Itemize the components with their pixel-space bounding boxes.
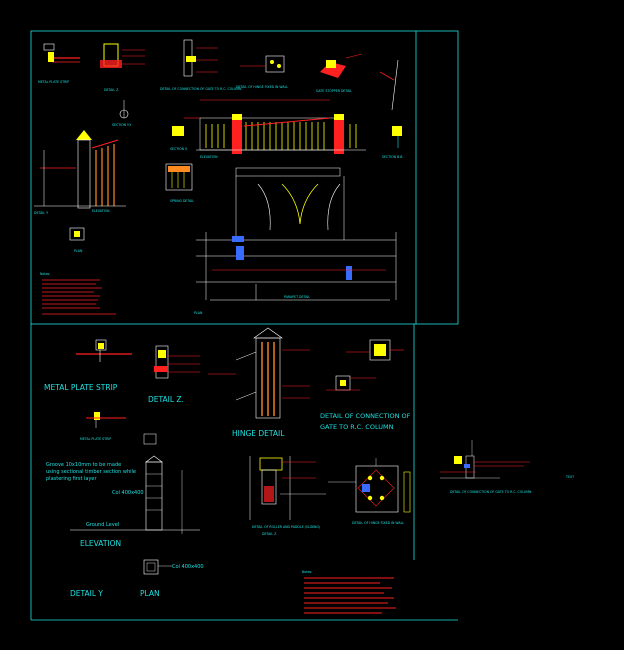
label-metal-plate-strip-top: METAL PLATE STRIP: [38, 80, 69, 84]
label-notes-bottom: Notes:: [302, 570, 312, 574]
bottom-notes: Notes:: [302, 570, 396, 614]
note-groove-1: Groove 10x10mm to be made: [46, 462, 121, 468]
label-detail-y: DETAIL Y: [70, 589, 103, 598]
label-side-tag: TEXT: [565, 475, 574, 479]
label-detail-y-top: DETAIL Y: [34, 211, 48, 215]
label-connection-2: GATE TO R.C. COLUMN: [320, 423, 394, 431]
bottom-plan: Col 400x400 DETAIL Y PLAN: [70, 559, 204, 598]
label-plan-lower: PLAN: [194, 311, 203, 315]
bottom-roller-detail: DETAIL OF ROLLER AND PADDLE (SLIDING) DE…: [249, 456, 326, 536]
label-detail-connection-top: DETAIL OF CONNECTION OF GATE TO R.C. COL…: [160, 87, 242, 91]
top-spring-detail: SPRING DETAIL: [165, 163, 194, 203]
bottom-column-elevation: Groove 10x10mm to be made using sectiona…: [46, 433, 200, 548]
label-notes-top: Notes:: [40, 272, 50, 276]
label-connection-1: DETAIL OF CONNECTION OF: [320, 412, 411, 420]
top-parapet-detail: PARAPET DETAIL PLAN: [194, 167, 397, 315]
bottom-small-plate-strip: METAL PLATE STRIP: [80, 412, 126, 441]
top-section-x: SECTION X: [170, 117, 200, 151]
top-hinge-wall: DETAIL OF HINGE FIXED IN WALL: [236, 55, 288, 89]
label-detail-z-small: DETAIL Z: [262, 532, 277, 536]
label-col-1: Col 400x400: [112, 490, 144, 496]
top-pillar-gate-left: DETAIL Y ELEVATION PLAN: [34, 130, 126, 253]
label-section-x: SECTION X: [170, 147, 188, 151]
label-metal-plate-strip: METAL PLATE STRIP: [44, 383, 118, 392]
label-elevation-bottom: ELEVATION: [80, 539, 121, 548]
label-col-2: Col 400x400: [172, 564, 204, 570]
label-elevation-left: ELEVATION: [92, 209, 110, 213]
label-parapet-detail: PARAPET DETAIL: [284, 295, 310, 299]
bottom-hinge-detail: HINGE DETAIL: [208, 327, 310, 438]
label-side-connection: DETAIL OF CONNECTION OF GATE TO R.C. COL…: [450, 490, 532, 494]
top-metal-plate-strip: METAL PLATE STRIP: [38, 43, 80, 84]
side-connection-detail: DETAIL OF CONNECTION OF GATE TO R.C. COL…: [440, 440, 574, 494]
top-gate-stopper: GATE STOPPER DETAIL: [316, 53, 363, 93]
top-gate-elevation: ELEVATION: [196, 99, 366, 159]
label-plate-strip-small: METAL PLATE STRIP: [80, 437, 111, 441]
sheet-frames: [30, 30, 459, 621]
note-groove-3: plastering first layer: [46, 476, 97, 482]
label-hinge-wall: DETAIL OF HINGE FIXED IN WALL: [236, 85, 288, 89]
bottom-hinge-wall: DETAIL OF HINGE FIXED IN WALL: [328, 458, 411, 525]
label-elevation-top: ELEVATION: [200, 155, 218, 159]
bottom-metal-plate-strip: METAL PLATE STRIP: [44, 339, 132, 392]
label-detail-z: DETAIL Z.: [148, 395, 184, 404]
label-ground-level: Ground Level: [86, 522, 119, 528]
label-hinge-detail: HINGE DETAIL: [232, 429, 285, 438]
label-section-yy: SECTION Y-Y: [112, 123, 131, 127]
label-detail-z-top: DETAIL Z: [104, 88, 119, 92]
top-detail-connection: DETAIL OF CONNECTION OF GATE TO R.C. COL…: [160, 39, 242, 91]
label-roller: DETAIL OF ROLLER AND PADDLE (SLIDING): [252, 525, 320, 529]
bottom-detail-z: DETAIL Z.: [148, 345, 200, 404]
top-notes: Notes:: [40, 272, 116, 315]
label-hinge-fixed: DETAIL OF HINGE FIXED IN WALL: [352, 521, 404, 525]
label-spring-detail: SPRING DETAIL: [170, 199, 194, 203]
label-section-bb: SECTION B-B: [382, 155, 402, 159]
note-groove-2: using sectional timber section while: [46, 469, 136, 475]
label-plan: PLAN: [140, 589, 160, 598]
top-section-yy: SECTION Y-Y: [112, 100, 131, 127]
label-plan-top: PLAN: [74, 249, 83, 253]
bottom-connection-detail: DETAIL OF CONNECTION OF GATE TO R.C. COL…: [320, 339, 411, 431]
label-gate-stopper: GATE STOPPER DETAIL: [316, 89, 352, 93]
top-detail-z: DETAIL Z: [100, 43, 145, 92]
top-section-bb: SECTION B-B: [379, 59, 402, 159]
